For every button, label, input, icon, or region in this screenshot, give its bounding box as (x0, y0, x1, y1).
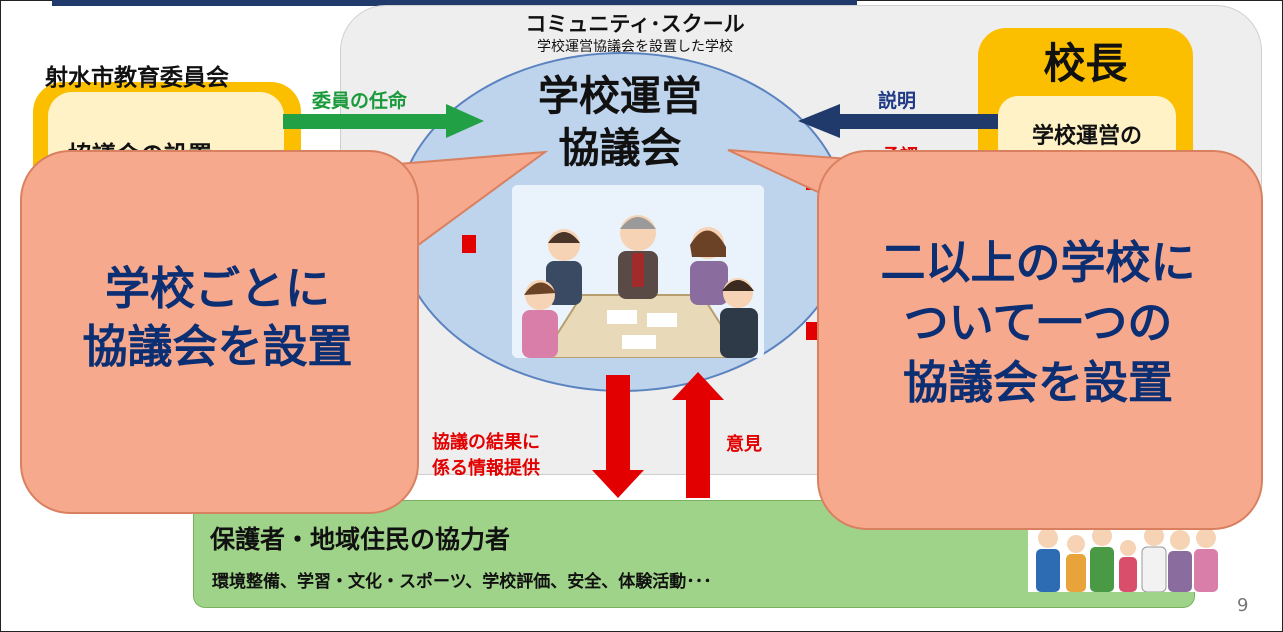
left-callout (20, 150, 419, 514)
right-callout-text: 二以上の学校に ついて一つの 協議会を設置 (817, 233, 1259, 413)
meeting-illustration (512, 185, 764, 358)
opinion-label: 意見 (726, 434, 762, 455)
explain-arrow-shaft (838, 114, 998, 129)
community-title: 保護者・地域住民の協力者 (210, 525, 511, 554)
community-school-subtitle: 学校運営協議会を設置した学校 (537, 39, 733, 55)
red-marker-left (462, 235, 476, 253)
left-callout-text: 学校ごとに 協議会を設置 (20, 260, 415, 376)
top-accent-line (52, 0, 857, 6)
explain-label: 説明 (878, 90, 917, 112)
info-arrow-shaft (606, 375, 630, 471)
right-callout (817, 150, 1263, 530)
left-callout-line2: 協議会を設置 (82, 320, 353, 373)
info-label-line1: 協議の結果に (432, 432, 540, 453)
community-description: 環境整備、学習・文化・スポーツ、学校評価、安全、体験活動･･･ (212, 572, 712, 592)
info-label: 協議の結果に 係る情報提供 (432, 430, 540, 482)
explain-arrow-head (798, 104, 840, 138)
community-people-illustration (1028, 522, 1223, 592)
board-title: 射水市教育委員会 (45, 65, 229, 91)
principal-inner-text: 学校運営の (1031, 124, 1142, 149)
appoint-arrow-head (446, 104, 484, 138)
appoint-arrow-shaft (283, 114, 448, 129)
red-marker-right-bottom (806, 322, 820, 340)
right-callout-line2: ついて一つの (903, 296, 1173, 349)
council-name: 学校運営 協議会 (520, 70, 720, 174)
council-name-line2: 協議会 (558, 124, 682, 172)
left-callout-line1: 学校ごとに (104, 262, 330, 315)
right-callout-line1: 二以上の学校に (880, 236, 1196, 289)
info-arrow-head (592, 470, 644, 498)
opinion-arrow-shaft (686, 398, 710, 498)
info-label-line2: 係る情報提供 (432, 458, 540, 479)
opinion-arrow-head (672, 372, 724, 400)
council-name-line1: 学校運営 (538, 72, 702, 120)
community-school-title: コミュニティ･スクール (525, 12, 745, 36)
right-callout-line3: 協議会を設置 (902, 356, 1173, 409)
appoint-label: 委員の任命 (312, 90, 408, 112)
page-number: 9 (1237, 595, 1249, 616)
principal-title: 校長 (1043, 39, 1128, 88)
